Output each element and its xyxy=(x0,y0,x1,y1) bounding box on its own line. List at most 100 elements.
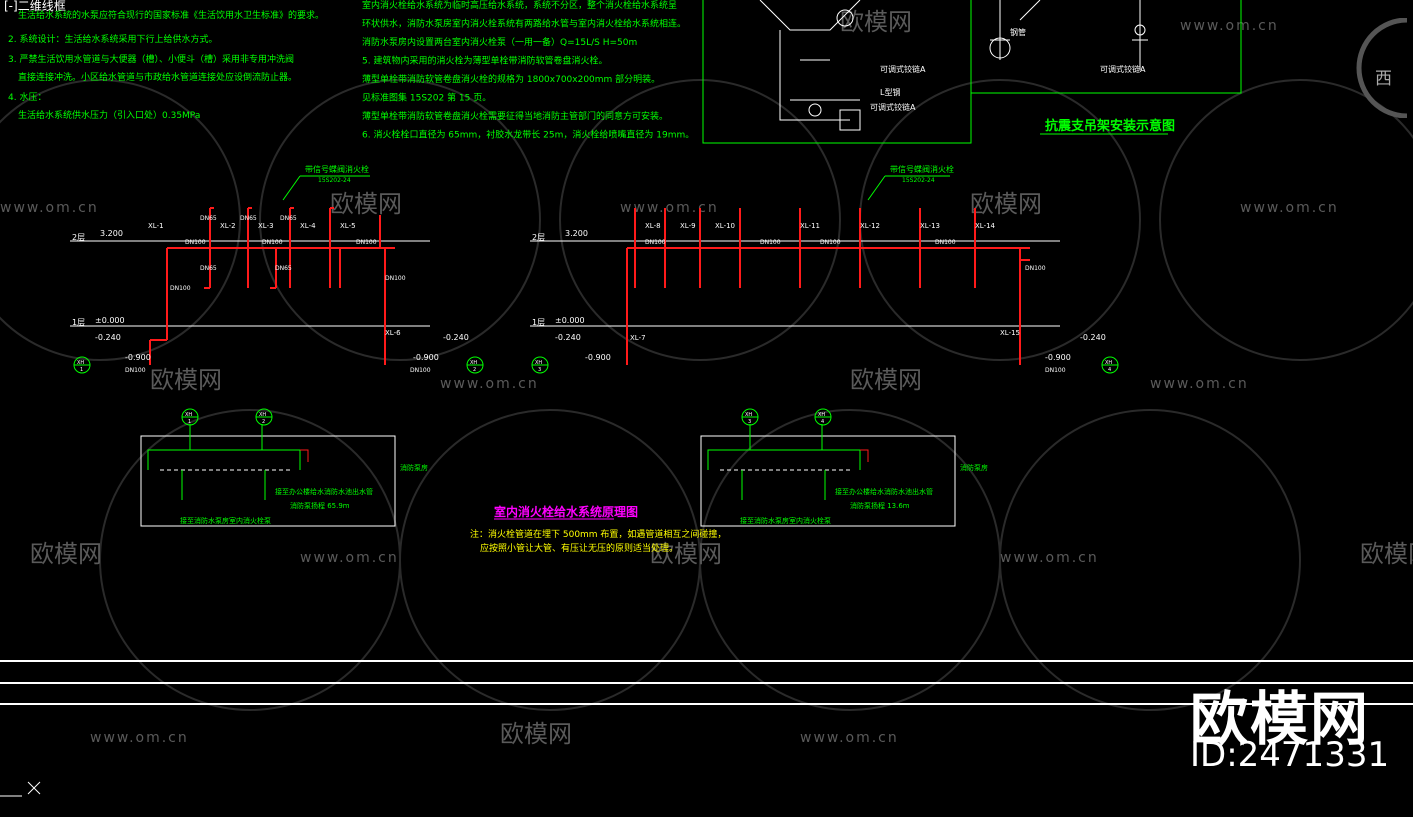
fire-pipe-system xyxy=(149,207,1030,365)
callout-right: 带信号蝶阀消火栓 xyxy=(890,164,954,174)
inlet-number: 1 xyxy=(80,367,83,373)
watermark-site: www.om.cn xyxy=(90,730,189,746)
pipe-main-label: DN100 xyxy=(410,367,431,374)
note-mid-line: 薄型单栓带消防软管卷盘消火栓需要征得当地消防主管部门的同意方可安装。 xyxy=(362,110,668,122)
pipe-branch-label: DN65 xyxy=(200,265,217,272)
watermark-site: www.om.cn xyxy=(800,730,899,746)
riser-label-left: XL-6 xyxy=(385,329,401,337)
pump-box-right-label-2: 接至办公楼给水消防水池出水管 xyxy=(835,487,933,496)
seismic-label: 可调式铰链A xyxy=(1100,64,1146,74)
note-left-line: 生活给水系统供水压力（引入口处）0.35MPa xyxy=(18,109,200,121)
note-left-line: 直接连接冲洗。小区给水管道与市政给水管道连接处应设倒流防止器。 xyxy=(18,71,297,83)
pump-box-right xyxy=(700,424,956,527)
view-label[interactable]: [-]二维线框 xyxy=(4,0,66,13)
inlet-number: 4 xyxy=(821,419,824,425)
watermark-site: www.om.cn xyxy=(440,376,539,392)
riser-label-right: XL-7 xyxy=(630,334,646,342)
seismic-title: 抗震支吊架安装示意图 xyxy=(1045,118,1175,134)
inlet-number: 4 xyxy=(1108,367,1111,373)
seismic-detail xyxy=(702,0,1242,144)
watermark-site: www.om.cn xyxy=(620,200,719,216)
pipe-branch-label: DN65 xyxy=(200,215,217,222)
watermark-site: www.om.cn xyxy=(300,550,399,566)
sheet-border-lines xyxy=(0,660,1413,705)
watermark-layer: www.om.cn 欧模网 www.om.cn 欧模网 www.om.cn 欧模网 www.… xyxy=(0,8,1413,748)
riser-label-right: XL-14 xyxy=(975,222,996,230)
watermark-brand-small: 欧模网 xyxy=(650,540,722,568)
note-mid-line: 薄型单栓带消防软管卷盘消火栓的规格为 1800x700x200mm 部分明装。 xyxy=(362,73,660,85)
watermark-brand-small: 欧模网 xyxy=(970,190,1042,218)
inlet-code: XH xyxy=(818,412,825,418)
pump-box-left-label-1: 接至消防水泵房室内消火栓泵 xyxy=(180,516,271,525)
inlet-number: 2 xyxy=(262,419,265,425)
inlet-code: XH xyxy=(535,360,542,366)
floor-2-right: 2层 xyxy=(532,233,545,242)
note-left-line: 3. 严禁生活饮用水管道与大便器（槽）、小便斗（槽）采用非专用冲洗阀 xyxy=(8,53,294,65)
pump-box-right-label-1: 接至消防水泵房室内消火栓泵 xyxy=(740,516,831,525)
level-top-right: 3.200 xyxy=(565,229,588,238)
level-mid-right: ±0.000 xyxy=(555,316,585,325)
callout-left: 带信号蝶阀消火栓 xyxy=(305,164,369,174)
level-low-left: -0.240 xyxy=(95,333,121,342)
pump-box-left-flow: 消防泵扬程 65.9m xyxy=(290,501,350,510)
note-mid-line: 室内消火栓给水系统为临时高压给水系统，系统不分区，整个消火栓给水系统呈 xyxy=(362,0,677,11)
inlet-code: XH xyxy=(185,412,192,418)
watermark-site: www.om.cn xyxy=(0,200,99,216)
riser-label-left: XL-2 xyxy=(220,222,236,230)
pipe-main-label: DN100 xyxy=(385,275,406,282)
inlet-code: XH xyxy=(745,412,752,418)
pipe-main-label: DN100 xyxy=(645,239,666,246)
note-left-line: 2. 系统设计：生活给水系统采用下行上给供水方式。 xyxy=(8,33,217,45)
note-mid-line: 消防水泵房内设置两台室内消火栓泵（一用一备）Q=15L/S H=50m xyxy=(362,36,637,48)
level-lines xyxy=(70,240,1060,327)
pipe-main-label: DN100 xyxy=(1045,367,1066,374)
level-pit-far: -0.900 xyxy=(1045,353,1071,362)
pipe-main-label: DN100 xyxy=(170,285,191,292)
pipe-main-label: DN100 xyxy=(262,239,283,246)
seismic-label: L型钢 xyxy=(880,87,900,97)
inlet-number: 3 xyxy=(748,419,751,425)
note-left-line: 生活给水系统的水泵应符合现行的国家标准《生活饮用水卫生标准》的要求。 xyxy=(18,9,324,21)
level-pit-left: -0.900 xyxy=(125,353,151,362)
pipe-main-label: DN100 xyxy=(1025,265,1046,272)
riser-label-left: XL-1 xyxy=(148,222,164,230)
pipe-main-label: DN100 xyxy=(125,367,146,374)
watermark-brand-small: 欧模网 xyxy=(150,366,222,394)
watermark-site: www.om.cn xyxy=(1150,376,1249,392)
compass-west-label[interactable]: 西 xyxy=(1375,69,1392,89)
viewcube-ring[interactable] xyxy=(1349,18,1409,118)
pump-box-left-label-2: 接至办公楼给水消防水池出水管 xyxy=(275,487,373,496)
note-mid-line: 6. 消火栓栓口直径为 65mm，衬胶水龙带长 25m，消火栓给喷嘴直径为 19… xyxy=(362,129,694,141)
pipe-branch-label: DN65 xyxy=(240,215,257,222)
floor-1-left: 1层 xyxy=(72,318,85,327)
notes-left: 生活给水系统的水泵应符合现行的国家标准《生活饮用水卫生标准》的要求。 2. 系统设… xyxy=(8,9,324,121)
watermark-circles xyxy=(0,79,1413,711)
pump-box-right-label-3: 消防泵房 xyxy=(960,463,988,472)
level-low-right: -0.240 xyxy=(555,333,581,342)
inlet-number: 2 xyxy=(473,367,476,373)
riser-label-left: XL-4 xyxy=(300,222,316,230)
watermark-brand-small: 欧模网 xyxy=(850,366,922,394)
level-pit-right: -0.900 xyxy=(585,353,611,362)
seismic-label: 钢管 xyxy=(1010,27,1026,37)
pipe-main-label: DN100 xyxy=(820,239,841,246)
pipe-branch-label: DN65 xyxy=(280,215,297,222)
riser-label-left: XL-5 xyxy=(340,222,356,230)
note-mid-line: 见标准图集 15S202 第 15 页。 xyxy=(362,92,491,104)
pipe-main-label: DN100 xyxy=(185,239,206,246)
watermark-brand-small: 欧模网 xyxy=(1360,540,1413,568)
callout-code-right: 15S202-24 xyxy=(902,177,935,184)
pipe-main-label: DN100 xyxy=(356,239,377,246)
ucs-icon[interactable] xyxy=(0,778,50,808)
riser-label-right: XL-8 xyxy=(645,222,661,230)
riser-label-right: XL-13 xyxy=(920,222,940,230)
floor-2-left: 2层 xyxy=(72,233,85,242)
watermark-brand-small: 欧模网 xyxy=(330,190,402,218)
watermark-id: ID:2471331 xyxy=(1190,735,1390,775)
pipe-branch-label: DN65 xyxy=(275,265,292,272)
